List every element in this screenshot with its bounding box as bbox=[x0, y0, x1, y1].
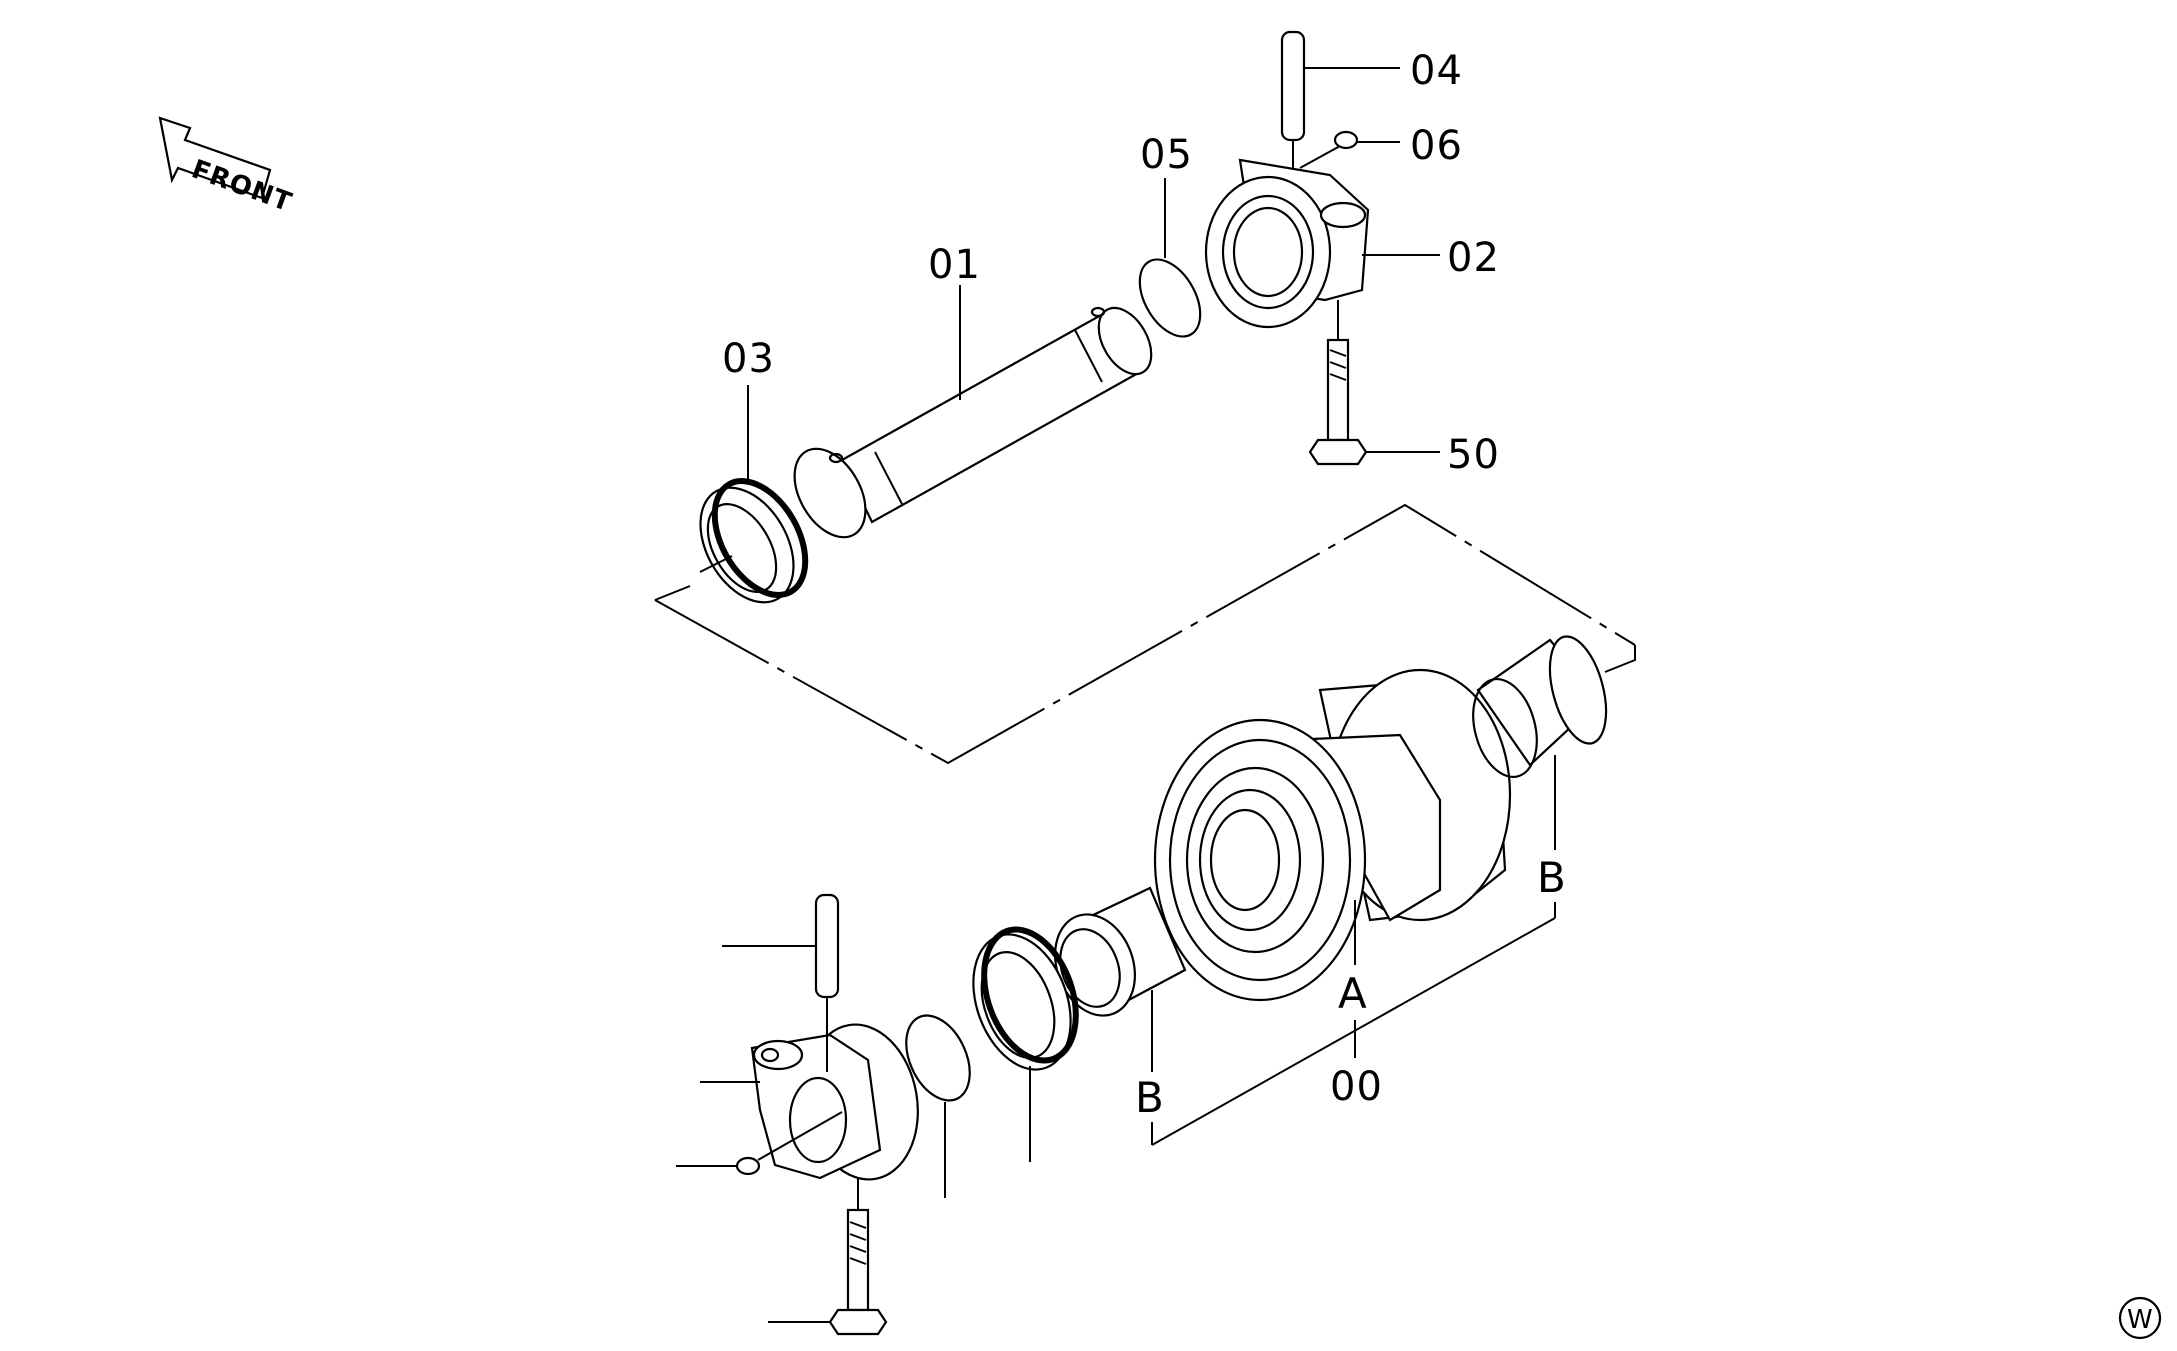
label-ref-b-right: B bbox=[1537, 853, 1566, 902]
label-roller-assembly: 00 bbox=[1330, 1064, 1383, 1110]
right-bushing-part bbox=[1472, 635, 1608, 918]
top-seal-part bbox=[699, 385, 809, 604]
label-shaft: 01 bbox=[928, 242, 981, 288]
label-top-pin: 04 bbox=[1410, 48, 1463, 94]
label-top-oring: 05 bbox=[1140, 132, 1193, 178]
top-bolt-part bbox=[1308, 300, 1440, 466]
top-plug-part bbox=[1299, 130, 1400, 169]
label-ref-b-left: B bbox=[1135, 1073, 1164, 1122]
label-top-bolt: 50 bbox=[1447, 432, 1500, 478]
assembly-outline-lower bbox=[654, 585, 691, 601]
left-bushing-part bbox=[1054, 886, 1187, 1145]
bottom-oring-part bbox=[905, 1014, 971, 1198]
label-top-collar: 02 bbox=[1447, 235, 1500, 281]
bottom-seal-part bbox=[972, 926, 1079, 1162]
front-arrow-icon: FRONT bbox=[158, 116, 296, 218]
top-oring-part bbox=[1138, 178, 1202, 338]
roller-body-part bbox=[1153, 668, 1512, 1058]
bottom-bolt-part bbox=[768, 1178, 888, 1336]
top-collar-part bbox=[1204, 158, 1440, 329]
bottom-collar-part bbox=[700, 1023, 919, 1181]
label-top-plug: 06 bbox=[1410, 123, 1463, 169]
bottom-pin-part bbox=[722, 893, 840, 1072]
label-ref-a: A bbox=[1338, 969, 1367, 1018]
assembly-outline-upper bbox=[654, 503, 1636, 765]
assembly-corner-right bbox=[1604, 645, 1636, 673]
bottom-plug-part bbox=[676, 1111, 843, 1176]
shaft-part bbox=[793, 285, 1153, 539]
label-top-seal: 03 bbox=[722, 336, 775, 382]
ref-b-bracket bbox=[1151, 917, 1556, 1146]
watermark-label: W bbox=[2127, 1305, 2153, 1335]
watermark-badge: W bbox=[2118, 1296, 2162, 1340]
